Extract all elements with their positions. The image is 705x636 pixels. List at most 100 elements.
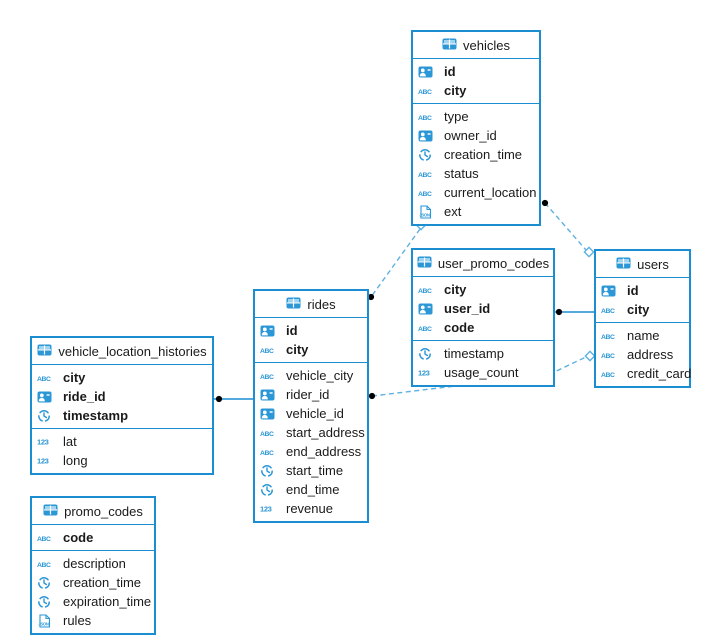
abc-text-icon: ABC — [37, 373, 58, 383]
svg-text:JSON: JSON — [419, 212, 429, 217]
column-name: long — [63, 453, 88, 468]
column-code[interactable]: ABC code — [413, 318, 553, 337]
column-vehicle_id[interactable]: vehicle_id — [255, 404, 367, 423]
column-id[interactable]: id — [596, 281, 689, 300]
column-name: address — [627, 347, 674, 362]
svg-text:ABC: ABC — [601, 353, 615, 360]
column-rider_id[interactable]: rider_id — [255, 385, 367, 404]
column-name: vehicle_id — [286, 406, 344, 421]
column-name: credit_card — [627, 366, 692, 381]
column-name: rules — [63, 613, 92, 628]
column-type[interactable]: ABC type — [413, 107, 539, 126]
column-rules[interactable]: JSON rules — [32, 611, 154, 630]
relationship-user_promo_codes-users[interactable] — [555, 308, 594, 316]
column-timestamp[interactable]: timestamp — [32, 406, 212, 425]
column-city[interactable]: ABC city — [596, 300, 689, 319]
column-lat[interactable]: 123 lat — [32, 432, 212, 451]
column-name: city — [444, 282, 467, 297]
entity-title: vehicles — [463, 37, 510, 53]
column-start_time[interactable]: start_time — [255, 461, 367, 480]
entity-header[interactable]: user_promo_codes — [413, 250, 553, 277]
column-name: id — [286, 323, 298, 338]
column-name: id — [627, 283, 639, 298]
entity-title: users — [637, 256, 669, 272]
column-name: id — [444, 64, 456, 79]
column-name: usage_count — [444, 365, 519, 380]
column-timestamp[interactable]: timestamp — [413, 344, 553, 363]
relationship-dot-marker — [215, 395, 223, 403]
relationship-vehicle_location_histories-rides[interactable] — [214, 395, 253, 403]
column-name: end_time — [286, 482, 340, 497]
abc-text-icon: ABC — [601, 331, 622, 341]
entity-header[interactable]: users — [596, 251, 689, 278]
column-ride_id[interactable]: ride_id — [32, 387, 212, 406]
abc-text-icon: ABC — [418, 188, 439, 198]
clock-icon — [260, 483, 281, 497]
svg-text:123: 123 — [37, 438, 49, 447]
column-end_time[interactable]: end_time — [255, 480, 367, 499]
column-expiration_time[interactable]: expiration_time — [32, 592, 154, 611]
column-id[interactable]: id — [413, 62, 539, 81]
column-owner_id[interactable]: owner_id — [413, 126, 539, 145]
column-creation_time[interactable]: creation_time — [413, 145, 539, 164]
entity-header[interactable]: vehicle_location_histories — [32, 338, 212, 365]
abc-text-icon: ABC — [418, 112, 439, 122]
column-name: creation_time — [444, 147, 523, 162]
column-name: creation_time — [63, 575, 142, 590]
column-name: code — [444, 320, 475, 335]
column-address[interactable]: ABC address — [596, 345, 689, 364]
entity-header[interactable]: promo_codes — [32, 498, 154, 525]
table-icon — [37, 344, 52, 359]
entity-header[interactable]: rides — [255, 291, 367, 318]
entity-title: user_promo_codes — [437, 255, 550, 271]
column-creation_time[interactable]: creation_time — [32, 573, 154, 592]
svg-text:ABC: ABC — [418, 172, 432, 179]
column-user_id[interactable]: user_id — [413, 299, 553, 318]
entity-header[interactable]: vehicles — [413, 32, 539, 59]
svg-text:123: 123 — [260, 505, 272, 514]
json-file-icon: JSON — [37, 613, 58, 628]
column-name: ride_id — [63, 389, 106, 404]
svg-text:ABC: ABC — [601, 308, 615, 315]
column-id[interactable]: id — [255, 321, 367, 340]
column-name: type — [444, 109, 469, 124]
clock-icon — [418, 148, 439, 162]
table-icon — [417, 256, 432, 271]
column-name: city — [286, 342, 309, 357]
column-name: city — [627, 302, 650, 317]
column-name: lat — [63, 434, 77, 449]
relationship-vehicles-users[interactable] — [541, 199, 595, 258]
abc-text-icon: ABC — [418, 323, 439, 333]
user-id-icon — [418, 66, 439, 78]
relationship-rides-users[interactable] — [368, 350, 596, 400]
entity-title: rides — [307, 296, 336, 312]
